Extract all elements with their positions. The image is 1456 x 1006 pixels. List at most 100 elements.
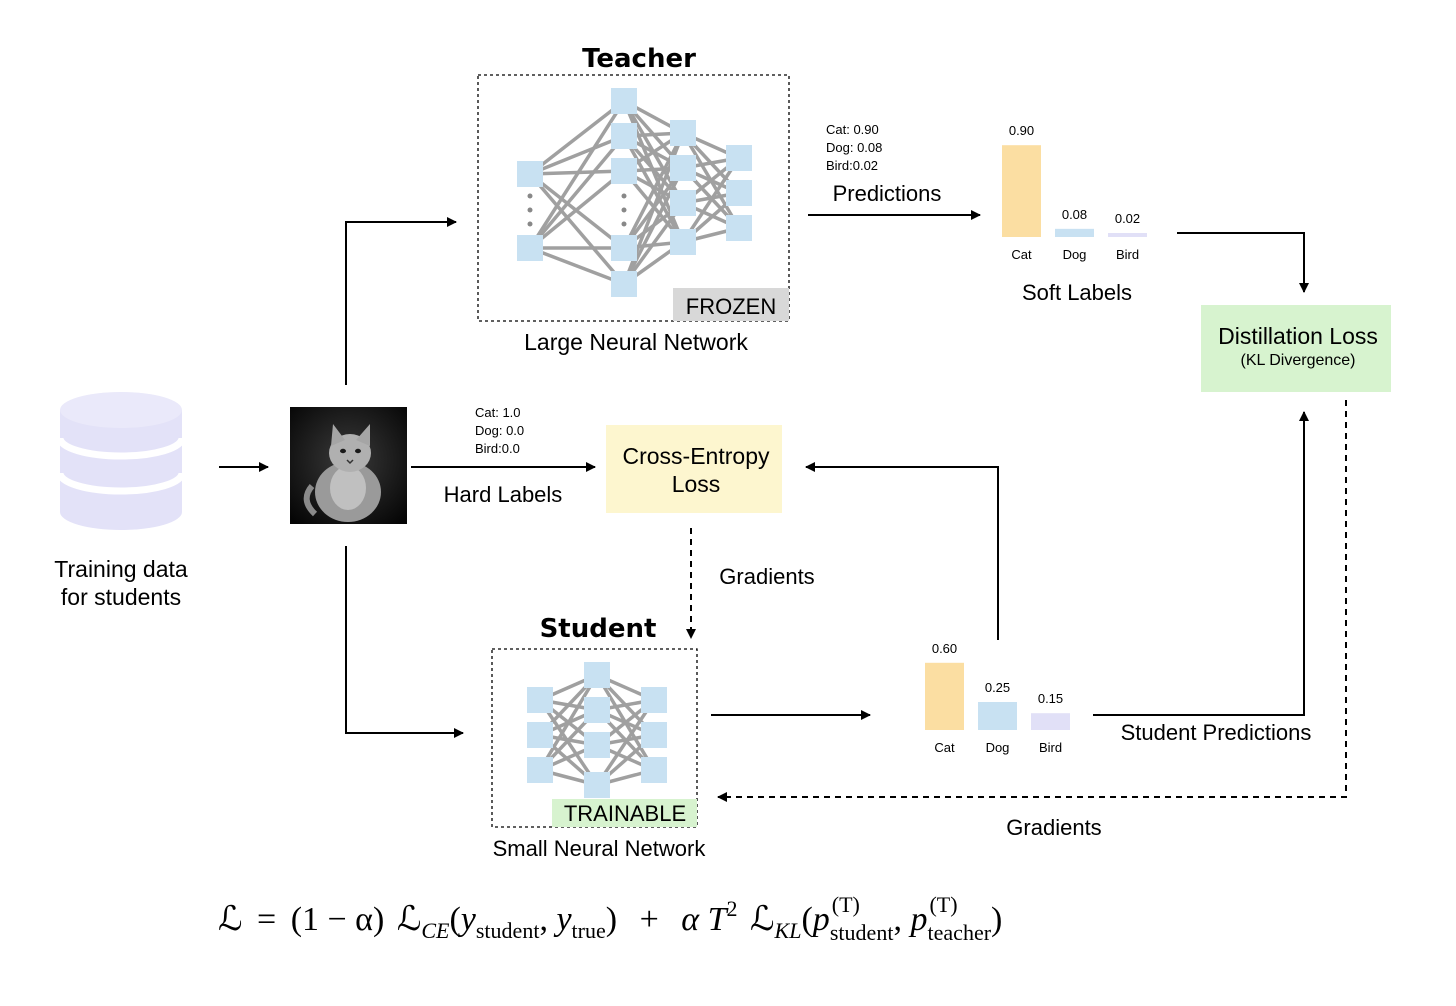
arrow-image-to-teacher [345,217,457,385]
network-node [611,271,637,297]
bar-bird [1031,713,1070,730]
ellipsis-dot [527,207,533,213]
gradients-label-kl: Gradients [1006,815,1101,840]
cross-entropy-title-line2: Loss [672,471,721,497]
network-edge [528,169,626,250]
network-node [641,757,667,783]
network-node [670,229,696,255]
bar-category-dog: Dog [1063,247,1087,262]
teacher-subtitle: Large Neural Network [524,329,748,355]
network-node [726,145,752,171]
network-node [641,722,667,748]
hard-label-dog: Dog: 0.0 [475,423,524,438]
bar-dog [978,702,1017,730]
frozen-tag: FROZEN [686,294,776,319]
frozen-tag-bg [673,288,789,321]
network-node [517,235,543,261]
network-edge [528,99,626,176]
distillation-loss-title: Distillation Loss [1218,323,1378,349]
ellipsis-dot [527,221,533,227]
bar-value-dog: 0.08 [1062,207,1087,222]
hard-label-bird: Bird:0.0 [475,441,520,456]
database-icon [56,392,186,530]
bar-category-bird: Bird [1039,740,1062,755]
soft-labels-label: Soft Labels [1022,280,1132,305]
bar-bird [1108,233,1147,237]
teacher-frame [477,74,790,322]
network-edge [622,132,685,249]
predictions-arrow-label: Predictions [833,181,942,206]
teacher-pred-bird: Bird:0.02 [826,158,878,173]
network-edge [528,172,626,286]
network-node [527,722,553,748]
cross-entropy-title-line1: Cross-Entropy [623,443,770,469]
network-edge [529,246,625,286]
bar-cat [925,662,964,730]
hard-label-cat: Cat: 1.0 [475,405,521,420]
student-title: Student [540,614,657,644]
network-node [611,123,637,149]
bar-category-cat: Cat [934,740,955,755]
network-node [611,158,637,184]
bar-category-dog: Dog [986,740,1010,755]
training-data-label-line2: for students [61,584,181,610]
network-node [527,757,553,783]
arrow-kl-gradients-to-student [717,400,1347,802]
arrow-image-to-student [345,546,464,738]
network-node [527,687,553,713]
ellipsis-dot [621,193,627,199]
network-edge [622,201,685,286]
ellipsis-dot [621,207,627,213]
arrow-student-preds-to-distillation [1093,411,1309,716]
distillation-loss-box [1201,305,1391,392]
bar-category-cat: Cat [1011,247,1032,262]
network-edge [538,674,599,771]
arrow-student-preds-to-cross-entropy [805,462,999,640]
trainable-tag-bg [552,799,697,827]
teacher-title: Teacher [582,44,696,74]
bar-category-bird: Bird [1116,247,1139,262]
bar-value-dog: 0.25 [985,680,1010,695]
network-edge [595,699,656,786]
loss-formula: ℒ = (1 − α) ℒCE(ystudent, ytrue) + α T2 … [218,887,1002,945]
bar-value-bird: 0.15 [1038,691,1063,706]
distillation-loss-subtitle: (KL Divergence) [1240,352,1355,369]
network-edge [528,100,626,249]
network-edge [529,134,625,176]
bar-value-bird: 0.02 [1115,211,1140,226]
cat-image [290,407,407,524]
network-node [641,687,667,713]
arrow-soft-labels-to-distillation [1177,232,1309,293]
network-node [611,235,637,261]
network-edge [622,167,685,285]
ellipsis-dot [621,221,627,227]
network-node [517,161,543,187]
bar-value-cat: 0.60 [932,641,957,656]
network-node [611,88,637,114]
network-node [584,772,610,798]
teacher-pred-cat: Cat: 0.90 [826,122,879,137]
network-node [584,697,610,723]
network-node [670,190,696,216]
network-node [670,120,696,146]
network-edge [681,157,741,243]
gradients-label-ce: Gradients [719,564,814,589]
network-node [726,215,752,241]
student-frame [491,648,698,828]
ellipsis-dot [527,193,533,199]
bar-dog [1055,228,1094,237]
student-subtitle: Small Neural Network [493,836,707,861]
teacher-pred-dog: Dog: 0.08 [826,140,882,155]
student-network-graphic [527,662,667,798]
network-edge [528,134,626,250]
network-node [584,662,610,688]
student-predictions-label: Student Predictions [1121,720,1312,745]
training-data-label-line1: Training data [54,556,188,582]
network-node [584,732,610,758]
trainable-tag: TRAINABLE [564,801,686,826]
hard-labels-arrow-label: Hard Labels [444,482,563,507]
bar-cat [1002,145,1041,237]
